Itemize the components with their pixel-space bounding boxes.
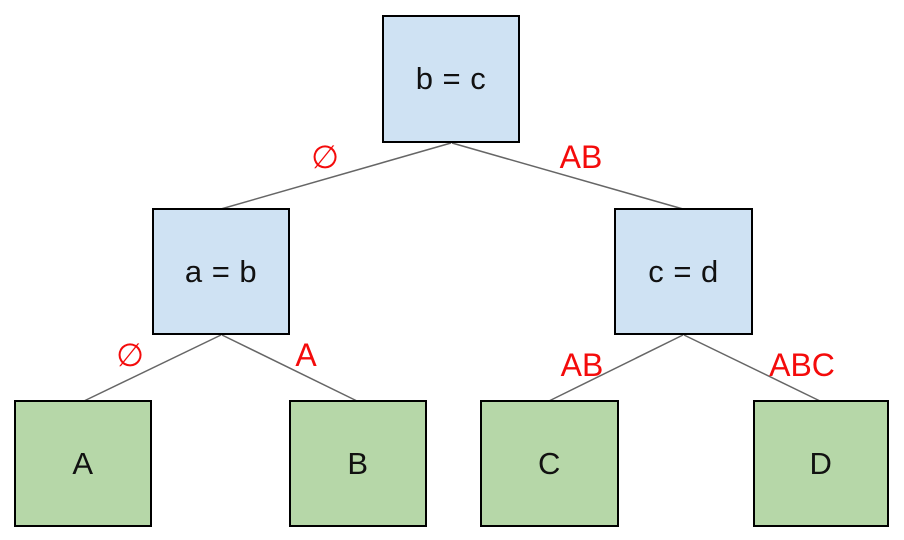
node-leaf-a-label: A <box>72 445 94 481</box>
edge-label-right-to-leaf-c: AB <box>560 347 604 383</box>
edge-label-left-to-leaf-a: ∅ <box>116 337 144 373</box>
edge-label-right-to-leaf-d: ABC <box>769 347 835 383</box>
edge-line-left-to-leaf-b <box>221 334 358 402</box>
node-leaf-b: B <box>289 400 427 527</box>
edge-line-right-to-leaf-c <box>548 334 684 402</box>
node-left-internal: a = b <box>152 208 290 335</box>
node-leaf-b-label: B <box>347 445 369 481</box>
node-leaf-a: A <box>14 400 152 527</box>
node-leaf-d-label: D <box>809 445 833 481</box>
node-right-internal-label: c = d <box>648 253 719 289</box>
edge-label-root-to-left: ∅ <box>311 139 339 175</box>
node-root-label: b = c <box>415 61 487 96</box>
node-root: b = c <box>382 15 520 143</box>
edge-line-root-to-right <box>451 142 684 210</box>
edge-line-left-to-leaf-a <box>83 334 222 402</box>
node-leaf-c-label: C <box>538 445 561 481</box>
edge-line-right-to-leaf-d <box>683 334 821 402</box>
edge-label-left-to-leaf-b: A <box>295 337 317 373</box>
node-left-internal-label: a = b <box>184 253 258 289</box>
node-leaf-d: D <box>753 400 889 527</box>
node-leaf-c: C <box>480 400 619 527</box>
node-right-internal: c = d <box>614 208 753 335</box>
edge-label-root-to-right: AB <box>559 139 603 175</box>
edge-line-root-to-left <box>220 142 452 210</box>
